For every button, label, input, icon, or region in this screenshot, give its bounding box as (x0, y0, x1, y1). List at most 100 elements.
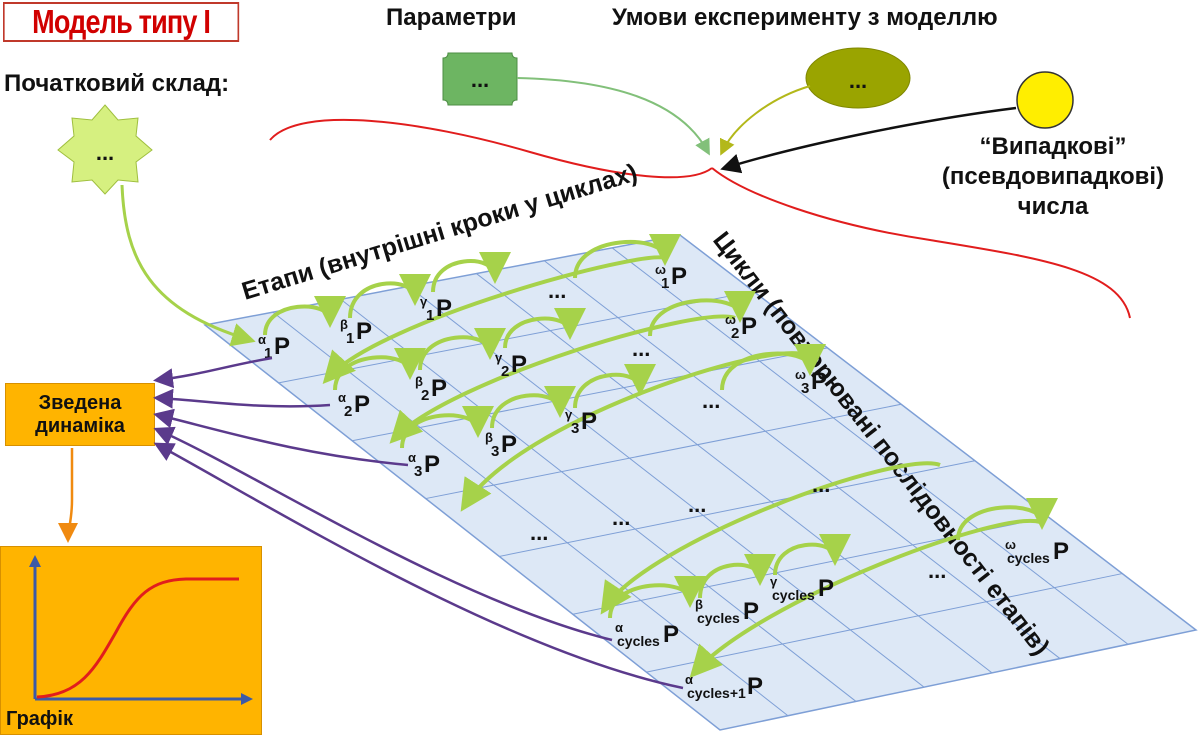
cycle-arrow (322, 255, 666, 384)
state-symbol: γ (420, 294, 428, 309)
state-symbol: γ (770, 574, 778, 589)
green-arrow (648, 290, 756, 337)
red-curve-left (269, 118, 713, 179)
grid-placeholder: ... (812, 472, 830, 497)
grid-line (476, 273, 993, 674)
state-letter: P (747, 673, 763, 700)
purple-arrow-5 (153, 442, 684, 690)
state-subscript: cycles+1 (687, 685, 746, 701)
random-arrow (720, 106, 1017, 174)
parameters-placeholder: ... (471, 67, 489, 92)
initial-composition-star: ... (57, 104, 153, 195)
state-subscript: 1 (264, 345, 272, 362)
params-arrow (516, 77, 710, 156)
y-axis-arrow (29, 555, 41, 567)
grid-line (340, 298, 857, 702)
grid-placeholder: ... (688, 492, 706, 517)
sigmoid-curve (36, 577, 239, 699)
state-letter: P (274, 333, 290, 360)
grid-placeholder: ... (612, 505, 630, 530)
state-subscript: cycles (697, 610, 740, 626)
state-symbol: γ (495, 350, 503, 365)
state-symbol: α (615, 620, 623, 635)
sigmoid-graph (29, 555, 253, 705)
state-subscript: 1 (661, 275, 669, 292)
green-arrow (348, 273, 431, 319)
green-arrow (698, 553, 776, 599)
red-curve-right (711, 167, 1131, 319)
green-arrow (263, 295, 346, 336)
grid-line (425, 403, 902, 500)
state-letter: P (354, 391, 370, 418)
state-symbol: ω (795, 367, 806, 382)
state-symbol: α (258, 332, 266, 347)
state-symbol: β (485, 430, 493, 445)
dynamics-line1: Зведена (38, 392, 122, 414)
state-symbol: γ (565, 407, 573, 422)
graph-label: Графік (6, 708, 73, 730)
dynamics-line2: динаміка (35, 415, 125, 437)
grid-placeholder: ... (530, 520, 548, 545)
grid-placeholder: ... (548, 278, 566, 303)
grid-line (352, 347, 828, 442)
state-subscript: 1 (426, 307, 434, 324)
state-symbol: ω (655, 262, 666, 277)
green-arrow (503, 307, 586, 349)
cycle-arrow (600, 461, 941, 615)
state-subscript: 1 (346, 330, 354, 347)
state-letter: P (436, 295, 452, 322)
state-symbol: β (695, 597, 703, 612)
state-subscript: cycles (772, 587, 815, 603)
state-letter: P (663, 621, 679, 648)
cycle-arrow (689, 518, 1041, 678)
grid-placeholder: ... (702, 388, 720, 413)
transition-arrows (263, 233, 1058, 678)
parameters-box: ... (442, 52, 518, 106)
state-subscript: 3 (801, 380, 809, 397)
purple-arrow-1 (153, 356, 273, 389)
green-arrow (956, 497, 1058, 541)
state-subscript: 2 (501, 363, 509, 380)
grid-line (646, 573, 1123, 673)
green-arrow (418, 327, 506, 371)
state-letter: P (671, 263, 687, 290)
state-subscript: 3 (571, 420, 579, 437)
summary-arrows (153, 356, 684, 690)
conditions-placeholder: ... (849, 68, 867, 93)
purple-arrow-3 (153, 408, 409, 467)
state-grid (203, 234, 1198, 731)
purple-arrow-4 (153, 426, 613, 642)
initial-composition-label: Початковий склад: (4, 70, 230, 97)
graph-panel (0, 546, 262, 735)
state-subscript: 2 (731, 325, 739, 342)
grid-line (611, 247, 1129, 645)
state-symbol: ω (1005, 537, 1016, 552)
state-symbol: β (415, 374, 423, 389)
random-numbers-circle (1016, 71, 1074, 129)
random-label-line1: “Випадкові” (979, 133, 1127, 160)
purple-arrow-2 (153, 388, 331, 409)
conditions-ellipse (805, 47, 911, 109)
grid-background (203, 234, 1198, 731)
green-arrow (573, 233, 681, 279)
random-label-line3: числа (1017, 193, 1089, 220)
state-subscript: 2 (344, 403, 352, 420)
state-symbol: α (408, 450, 416, 465)
state-subscript: cycles (617, 633, 660, 649)
x-axis-arrow (241, 693, 253, 705)
state-letter: P (1053, 538, 1069, 565)
initial-arrow (120, 184, 256, 347)
